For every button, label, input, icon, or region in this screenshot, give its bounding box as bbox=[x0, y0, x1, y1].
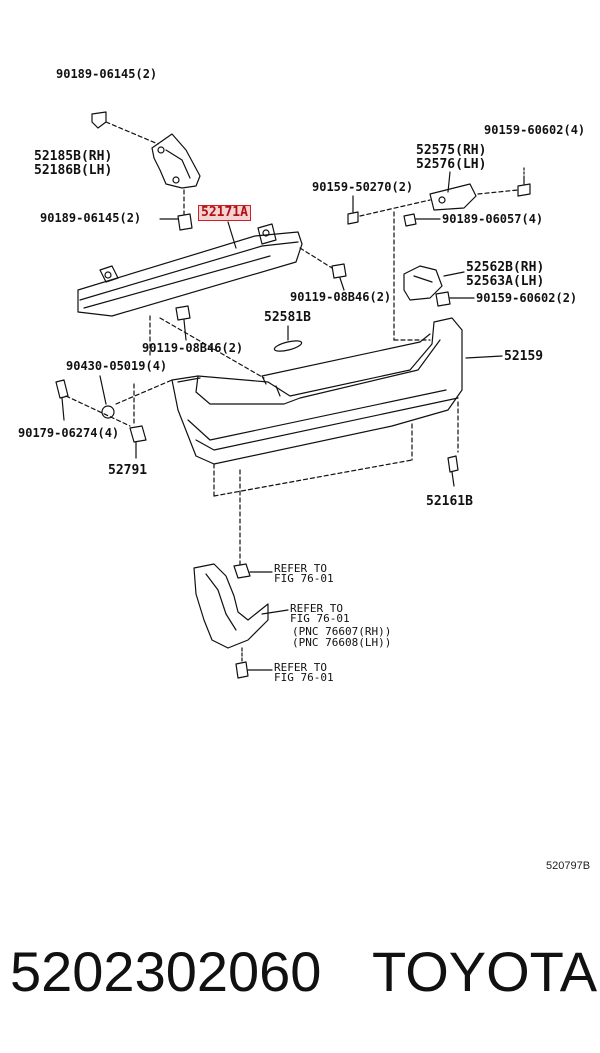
bracket-52575 bbox=[429, 171, 519, 211]
label-90189-06145-top[interactable]: 90189-06145(2) bbox=[56, 67, 158, 81]
refer-note-3-line1: REFER TO bbox=[274, 661, 327, 674]
label-90159-50270[interactable]: 90159-50270(2) bbox=[312, 180, 414, 194]
refer-note-2-line3: (PNC 76607(RH)) bbox=[292, 625, 392, 638]
label-90430-05019[interactable]: 90430-05019(4) bbox=[66, 359, 168, 373]
diagram-code: 520797B bbox=[546, 860, 591, 872]
footer-part-number: 5202302060 bbox=[10, 940, 322, 1003]
refer-note-2-line2[interactable]: FIG 76-01 bbox=[290, 612, 350, 625]
refer-note-3-line2[interactable]: FIG 76-01 bbox=[274, 671, 334, 684]
bolt-90159-60602-right bbox=[435, 291, 475, 307]
clip-90430 bbox=[99, 375, 115, 419]
label-90119-08b46-right[interactable]: 90119-08B46(2) bbox=[290, 290, 392, 304]
label-52171a-highlighted[interactable]: 52171A bbox=[198, 205, 251, 221]
label-52576[interactable]: 52576(LH) bbox=[416, 157, 487, 172]
bumper-reinforcement-beam bbox=[77, 223, 303, 317]
stud-52161b bbox=[447, 455, 459, 487]
clip-90179 bbox=[55, 379, 69, 421]
label-52186b[interactable]: 52186B(LH) bbox=[34, 163, 113, 178]
label-90159-60602-right[interactable]: 90159-60602(2) bbox=[476, 291, 578, 305]
label-52562b[interactable]: 52562B(RH) bbox=[466, 260, 545, 275]
bolt-90159-50270 bbox=[347, 195, 431, 225]
refer-note-2-line1: REFER TO bbox=[290, 602, 343, 615]
retainer-52791 bbox=[129, 425, 147, 459]
bolt-90159-60602-top bbox=[517, 167, 531, 197]
label-52161b[interactable]: 52161B bbox=[426, 494, 473, 509]
label-52185b[interactable]: 52185B(RH) bbox=[34, 149, 113, 164]
label-52581b[interactable]: 52581B bbox=[264, 310, 311, 325]
bolt-90119-right bbox=[299, 247, 347, 291]
mudguard bbox=[193, 563, 289, 679]
bolt-90119-left bbox=[175, 305, 191, 341]
label-52159[interactable]: 52159 bbox=[504, 349, 544, 364]
label-52575[interactable]: 52575(RH) bbox=[416, 143, 487, 158]
clip-90189-mid bbox=[159, 189, 193, 231]
label-90179-06274[interactable]: 90179-06274(4) bbox=[18, 426, 120, 440]
reflector-52581b bbox=[273, 325, 303, 352]
rear-bumper-cover bbox=[171, 317, 463, 465]
refer-note-1-line1: REFER TO bbox=[274, 562, 327, 575]
footer-brand: TOYOTA bbox=[372, 940, 598, 1003]
refer-note-1-line2[interactable]: FIG 76-01 bbox=[274, 572, 334, 585]
bracket-52562b bbox=[403, 265, 465, 301]
label-52791[interactable]: 52791 bbox=[108, 463, 148, 478]
refer-note-2-line4: (PNC 76608(LH)) bbox=[292, 636, 392, 649]
label-90189-06145-mid[interactable]: 90189-06145(2) bbox=[40, 211, 142, 225]
clip-90189-top bbox=[91, 111, 159, 145]
clip-90189-06057 bbox=[403, 213, 441, 227]
label-90159-60602-top[interactable]: 90159-60602(4) bbox=[484, 123, 586, 137]
label-90119-08b46-left[interactable]: 90119-08B46(2) bbox=[142, 341, 244, 355]
bracket-52185b bbox=[151, 133, 201, 189]
label-52563a[interactable]: 52563A(LH) bbox=[466, 274, 545, 289]
label-90189-06057[interactable]: 90189-06057(4) bbox=[442, 212, 544, 226]
